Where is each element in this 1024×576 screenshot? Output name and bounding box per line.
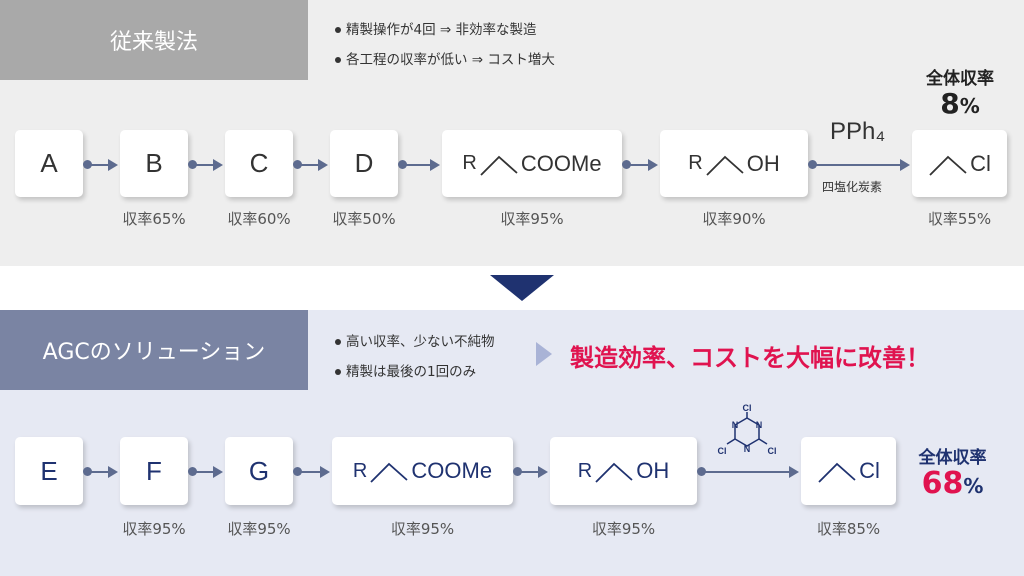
structure: R COOMe	[353, 456, 492, 486]
compound-box: R OH	[550, 437, 697, 505]
r-group: R	[577, 459, 593, 482]
reaction-arrow	[293, 158, 328, 171]
functional-group: COOMe	[520, 150, 602, 176]
step-yield: 収率65%	[122, 210, 186, 228]
compound-box: R COOMe	[332, 437, 513, 505]
step-yield: 収率95%	[122, 520, 186, 538]
conventional-bullet: 精製操作が4回 ⇒ 非効率な製造	[335, 18, 536, 38]
reaction-arrow	[513, 466, 548, 478]
bond-icon	[370, 462, 408, 483]
compound-box: Cl	[801, 437, 896, 505]
bond-icon	[595, 462, 633, 483]
reaction-arrow	[697, 466, 799, 478]
r-group: R	[352, 459, 368, 482]
functional-group: COOMe	[411, 458, 493, 483]
structure: Cl	[928, 149, 991, 179]
step-yield: 収率90%	[702, 210, 766, 228]
structure: R OH	[578, 456, 669, 486]
compound-box: R OH	[660, 130, 808, 197]
functional-group: Cl	[859, 458, 880, 483]
svg-text:N: N	[756, 420, 763, 430]
compound-label: C	[249, 148, 269, 178]
svg-text:N: N	[732, 420, 739, 430]
bond-icon	[480, 155, 518, 176]
bond-icon	[929, 155, 967, 176]
step-yield: 収率95%	[591, 520, 656, 538]
svg-text:Cl: Cl	[718, 446, 727, 456]
svg-text:Cl: Cl	[743, 404, 752, 413]
bond-icon	[706, 155, 744, 176]
compound-label: G	[248, 455, 270, 486]
conventional-title: 従来製法	[0, 0, 308, 80]
conventional-bullet: 各工程の収率が低い ⇒ コスト増大	[335, 48, 555, 68]
svg-text:N: N	[744, 444, 751, 454]
step-yield: 収率55%	[927, 210, 992, 228]
functional-group: OH	[746, 150, 780, 176]
right-arrow-icon	[536, 342, 552, 366]
compound-box: Cl	[912, 130, 1007, 197]
compound-label: D	[354, 148, 374, 178]
reaction-arrow	[83, 466, 118, 478]
compound-label: B	[145, 148, 163, 178]
overall-label: 全体収率	[926, 69, 994, 89]
overall-unit: %	[959, 94, 980, 118]
step-yield: 収率95%	[500, 210, 564, 228]
svg-text:Cl: Cl	[768, 446, 777, 456]
agc-bullet: 精製は最後の1回のみ	[335, 360, 476, 380]
step-yield: 収率60%	[227, 210, 291, 228]
step-yield: 収率95%	[390, 520, 455, 538]
reaction-arrow	[293, 466, 330, 478]
functional-group: OH	[636, 458, 670, 483]
reagent-solvent: 四塩化炭素	[822, 180, 883, 194]
step-yield: 収率50%	[332, 210, 396, 228]
reaction-arrow	[622, 158, 658, 171]
compound-box: B	[120, 130, 188, 197]
functional-group: Cl	[970, 150, 991, 176]
overall-unit: %	[963, 474, 984, 498]
overall-value: 8	[940, 87, 960, 120]
step-yield: 収率85%	[816, 520, 881, 538]
reagent-pph4: PPh₄	[830, 118, 886, 145]
step-yield: 収率95%	[227, 520, 291, 538]
agc-headline: 製造効率、コストを大幅に改善！	[570, 344, 930, 372]
reaction-arrow	[808, 158, 910, 171]
structure: R OH	[688, 149, 779, 179]
overall-value: 68	[921, 466, 964, 501]
compound-box: C	[225, 130, 293, 197]
reaction-arrow	[398, 158, 440, 171]
down-arrow-icon	[490, 275, 554, 301]
agc-title: AGCのソリューション	[0, 310, 308, 390]
compound-box: E	[15, 437, 83, 505]
compound-label: F	[146, 455, 162, 486]
compound-box: F	[120, 437, 188, 505]
conventional-overall-yield: 全体収率 8%	[900, 64, 1020, 121]
bond-icon	[818, 462, 856, 483]
compound-label: E	[40, 455, 58, 486]
compound-box: R COOMe	[442, 130, 622, 197]
reaction-arrow	[188, 158, 223, 171]
overall-label: 全体収率	[918, 448, 987, 468]
compound-box: G	[225, 437, 293, 505]
agc-overall-yield: 全体収率 68%	[900, 443, 1005, 504]
r-group: R	[462, 152, 477, 174]
reaction-arrow	[188, 466, 223, 478]
structure: R COOMe	[462, 149, 601, 179]
reaction-arrow	[83, 158, 118, 171]
agc-bullet: 高い収率、少ない不純物	[335, 330, 495, 350]
compound-label: A	[40, 148, 58, 178]
compound-box: D	[330, 130, 398, 197]
compound-box: A	[15, 130, 83, 197]
structure: Cl	[817, 456, 880, 486]
r-group: R	[688, 152, 703, 174]
